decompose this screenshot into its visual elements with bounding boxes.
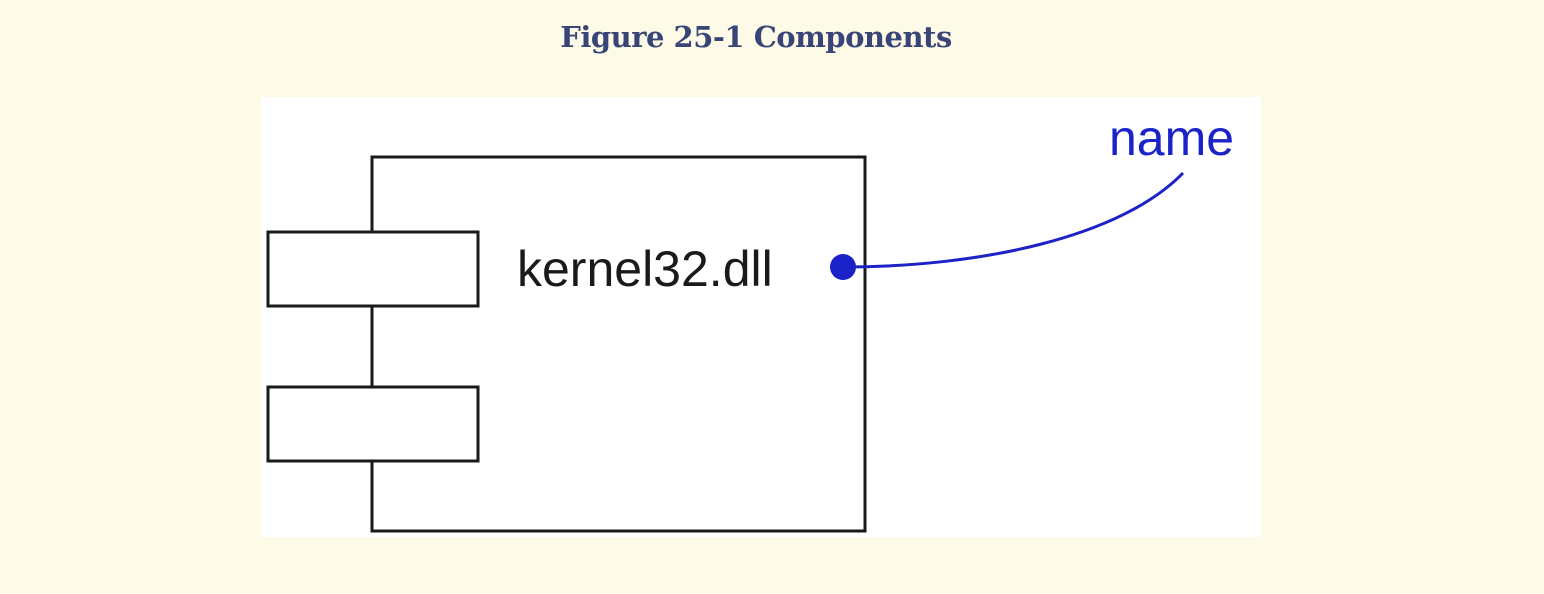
component-diagram-svg: kernel32.dll name xyxy=(266,110,1234,533)
component-tab-upper xyxy=(266,230,480,308)
component-diagram: kernel32.dll name xyxy=(261,97,1261,537)
component-name-label: kernel32.dll xyxy=(517,241,773,297)
figure-caption: Figure 25-1 Components xyxy=(560,20,952,54)
component-body xyxy=(370,155,867,533)
annotation-name-label: name xyxy=(1109,110,1234,166)
component-tab-lower xyxy=(266,385,480,463)
annotation-anchor-dot xyxy=(830,254,856,280)
annotation-leader-line xyxy=(842,171,1185,269)
